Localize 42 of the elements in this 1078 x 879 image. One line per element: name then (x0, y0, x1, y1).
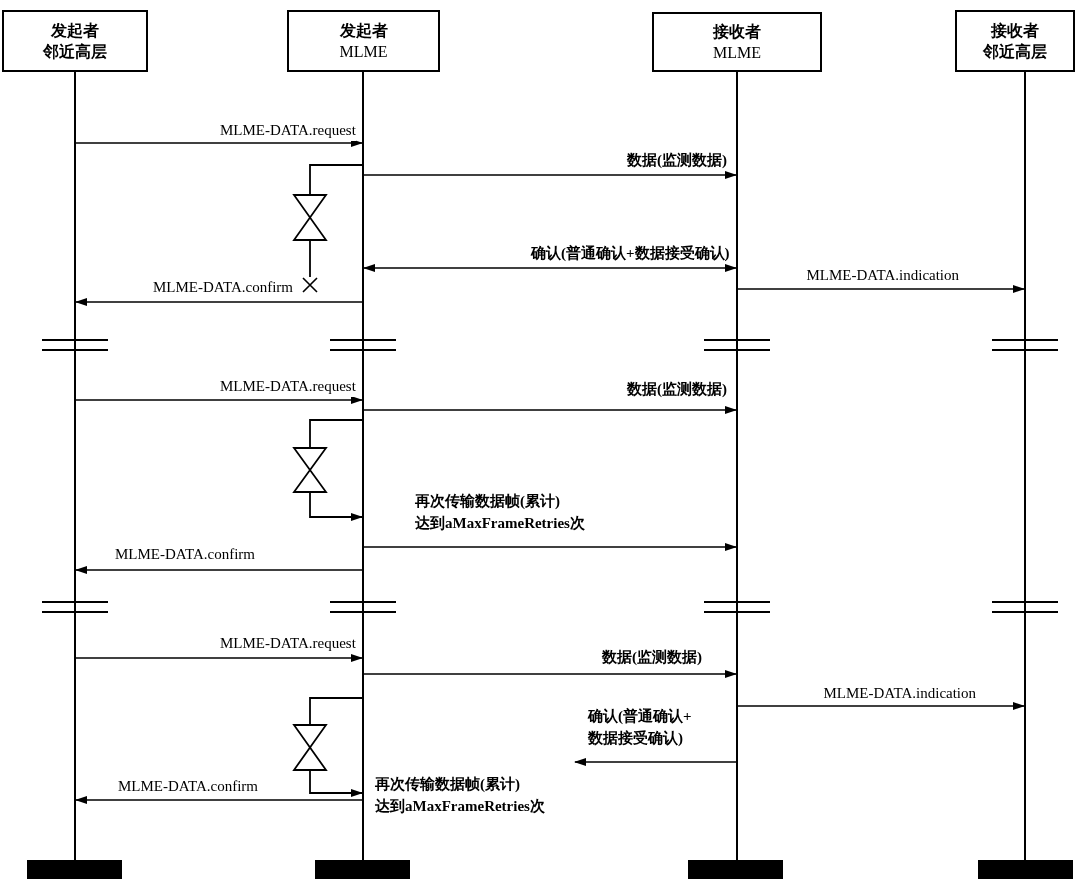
message-arrow (75, 796, 363, 804)
participant-box (955, 10, 1075, 72)
participant-box (287, 10, 440, 72)
lifeline (362, 72, 364, 860)
participant-subtitle: MLME (339, 42, 388, 62)
message-arrow (737, 702, 1025, 710)
lifeline (74, 72, 76, 860)
edge-label: 数据(监测数据) (627, 378, 727, 400)
message-arrow (75, 396, 363, 404)
participant-title: 接收者 (713, 22, 761, 42)
lifeline-end-bar (978, 860, 1073, 879)
message-arrow (75, 298, 363, 306)
lifeline-end-bar (27, 860, 122, 879)
cross-mark (302, 277, 318, 293)
message-arrow (737, 285, 1025, 293)
participant-box (2, 10, 148, 72)
timer-line (292, 164, 363, 278)
edge-label: 数据(监测数据) (602, 646, 702, 668)
message-arrow (75, 566, 363, 574)
message-arrow (363, 543, 737, 551)
participant-subtitle: 邻近高层 (983, 42, 1047, 62)
message-arrow (363, 406, 737, 414)
participant-box (652, 12, 822, 72)
message-arrow (75, 139, 363, 147)
lifeline-end-bar (688, 860, 783, 879)
edge-label: 确认(普通确认+数据接受确认) (531, 242, 730, 264)
participant-title: 发起者 (51, 21, 99, 41)
lifeline (736, 72, 738, 860)
timer-line (292, 697, 363, 797)
message-arrow (363, 171, 737, 179)
edge-label: 数据(监测数据) (627, 149, 727, 171)
message-arrow (574, 758, 737, 766)
message-arrow (363, 264, 737, 272)
participant-subtitle: 邻近高层 (43, 42, 107, 62)
lifeline (1024, 72, 1026, 860)
participant-title: 接收者 (991, 21, 1039, 41)
lifeline-end-bar (315, 860, 410, 879)
participant-title: 发起者 (339, 21, 388, 41)
message-arrow (363, 670, 737, 678)
timer-line (292, 419, 363, 521)
message-arrow (75, 654, 363, 662)
participant-subtitle: MLME (713, 43, 761, 63)
